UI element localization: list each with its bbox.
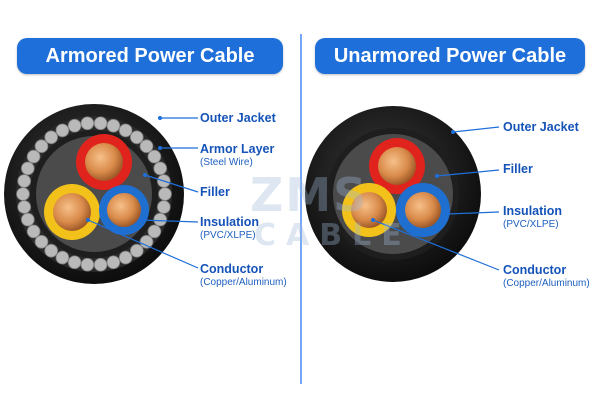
armor-wire [55, 123, 70, 138]
unarmored-title: Unarmored Power Cable [315, 38, 585, 74]
armor-wire [130, 130, 144, 145]
unarmored-yellow-conductor [351, 192, 387, 228]
armor-wire [158, 187, 172, 201]
armored-leader-dot-outer-jacket [158, 116, 162, 120]
armored-blue-conductor [107, 193, 141, 227]
armored-leader-dot-conductor [86, 218, 90, 222]
armor-wire [67, 118, 82, 133]
filler-text: Filler [200, 185, 230, 199]
unarmored-blue-conductor [405, 192, 441, 228]
unarmored-cable-diagram [305, 106, 500, 282]
unarmored-label-outer-jacket: Outer Jacket [503, 120, 579, 134]
armor-wire [44, 243, 58, 258]
armored-leader-dot-filler [143, 173, 147, 177]
unarmored-leader-dot-conductor [371, 218, 375, 222]
armor-wire [147, 224, 162, 239]
armored-title: Armored Power Cable [17, 38, 283, 74]
armored-cable-diagram [4, 104, 199, 284]
unarmored-leader-dot-filler [435, 174, 439, 178]
conductor-text: Conductor [503, 263, 567, 277]
armor-wire [130, 243, 144, 258]
unarmored-leader-filler [436, 169, 500, 177]
armor-wire [26, 224, 41, 239]
armored-label-conductor: Conductor (Copper/Aluminum) [200, 262, 287, 289]
armored-leader-dot-armor [158, 146, 162, 150]
unarmored-label-insulation: Insulation (PVC/XLPE) [503, 204, 562, 231]
armor-layer-text: Armor Layer [200, 142, 275, 156]
armor-wire [147, 149, 162, 164]
armor-wire-ring [16, 116, 172, 272]
armored-label-insulation: Insulation (PVC/XLPE) [200, 215, 259, 242]
unarmored-label-conductor: Conductor (Copper/Aluminum) [503, 263, 590, 290]
armor-wire [153, 161, 168, 176]
armor-layer-subtext: (Steel Wire) [200, 157, 253, 168]
armored-leader-insulation [139, 219, 199, 223]
armor-wire [106, 255, 121, 270]
armor-wire [157, 200, 171, 214]
armored-leader-dot-insulation [138, 218, 142, 222]
armored-leader-conductor [87, 219, 199, 269]
outer-jacket-text: Outer Jacket [200, 111, 276, 125]
unarmored-label-filler: Filler [503, 162, 533, 176]
armor-wire [118, 123, 133, 138]
center-divider [300, 34, 302, 384]
armor-wire [80, 257, 95, 272]
armor-wire [139, 139, 154, 154]
armor-wire [17, 200, 32, 214]
armored-label-filler: Filler [200, 185, 230, 199]
unarmored-leader-outer-jacket [452, 126, 500, 133]
armored-yellow-conductor [53, 193, 91, 231]
armored-leader-filler [144, 174, 199, 193]
armored-label-armor-layer: Armor Layer (Steel Wire) [200, 142, 274, 169]
armor-wire [106, 118, 121, 133]
insulation-text: Insulation [200, 215, 260, 229]
armor-wire [44, 130, 58, 145]
insulation-subtext: (PVC/XLPE) [503, 219, 559, 230]
armor-wire [80, 116, 95, 131]
armor-wire [93, 116, 108, 131]
armor-wire [93, 257, 108, 272]
armor-wire [118, 250, 133, 265]
armor-wire [20, 161, 35, 176]
unarmored-leader-dot-insulation [445, 212, 449, 216]
armored-red-conductor [85, 143, 123, 181]
outer-jacket-text: Outer Jacket [503, 120, 579, 134]
armor-wire [17, 174, 32, 188]
armor-wire [20, 212, 35, 227]
armor-wire [34, 235, 49, 249]
unarmored-leader-conductor [372, 219, 500, 271]
armor-wire [139, 235, 154, 249]
armored-panel: Armored Power Cable [4, 38, 287, 289]
insulation-text: Insulation [503, 204, 563, 218]
conductor-text: Conductor [200, 262, 264, 276]
insulation-subtext: (PVC/XLPE) [200, 230, 256, 241]
armor-wire [26, 149, 41, 164]
armor-wire [34, 139, 49, 154]
armor-wire [67, 255, 82, 270]
armored-label-outer-jacket: Outer Jacket [200, 111, 276, 125]
unarmored-leader-dot-outer-jacket [451, 130, 455, 134]
unarmored-panel: Unarmored Power Cable [301, 0, 600, 400]
unarmored-leader-insulation [446, 211, 500, 215]
filler-text: Filler [503, 162, 533, 176]
armor-wire [16, 187, 30, 201]
conductor-subtext: (Copper/Aluminum) [200, 277, 287, 288]
armor-wire [55, 250, 70, 265]
armor-wire [153, 212, 168, 227]
unarmored-red-conductor [378, 147, 416, 185]
conductor-subtext: (Copper/Aluminum) [503, 278, 590, 289]
